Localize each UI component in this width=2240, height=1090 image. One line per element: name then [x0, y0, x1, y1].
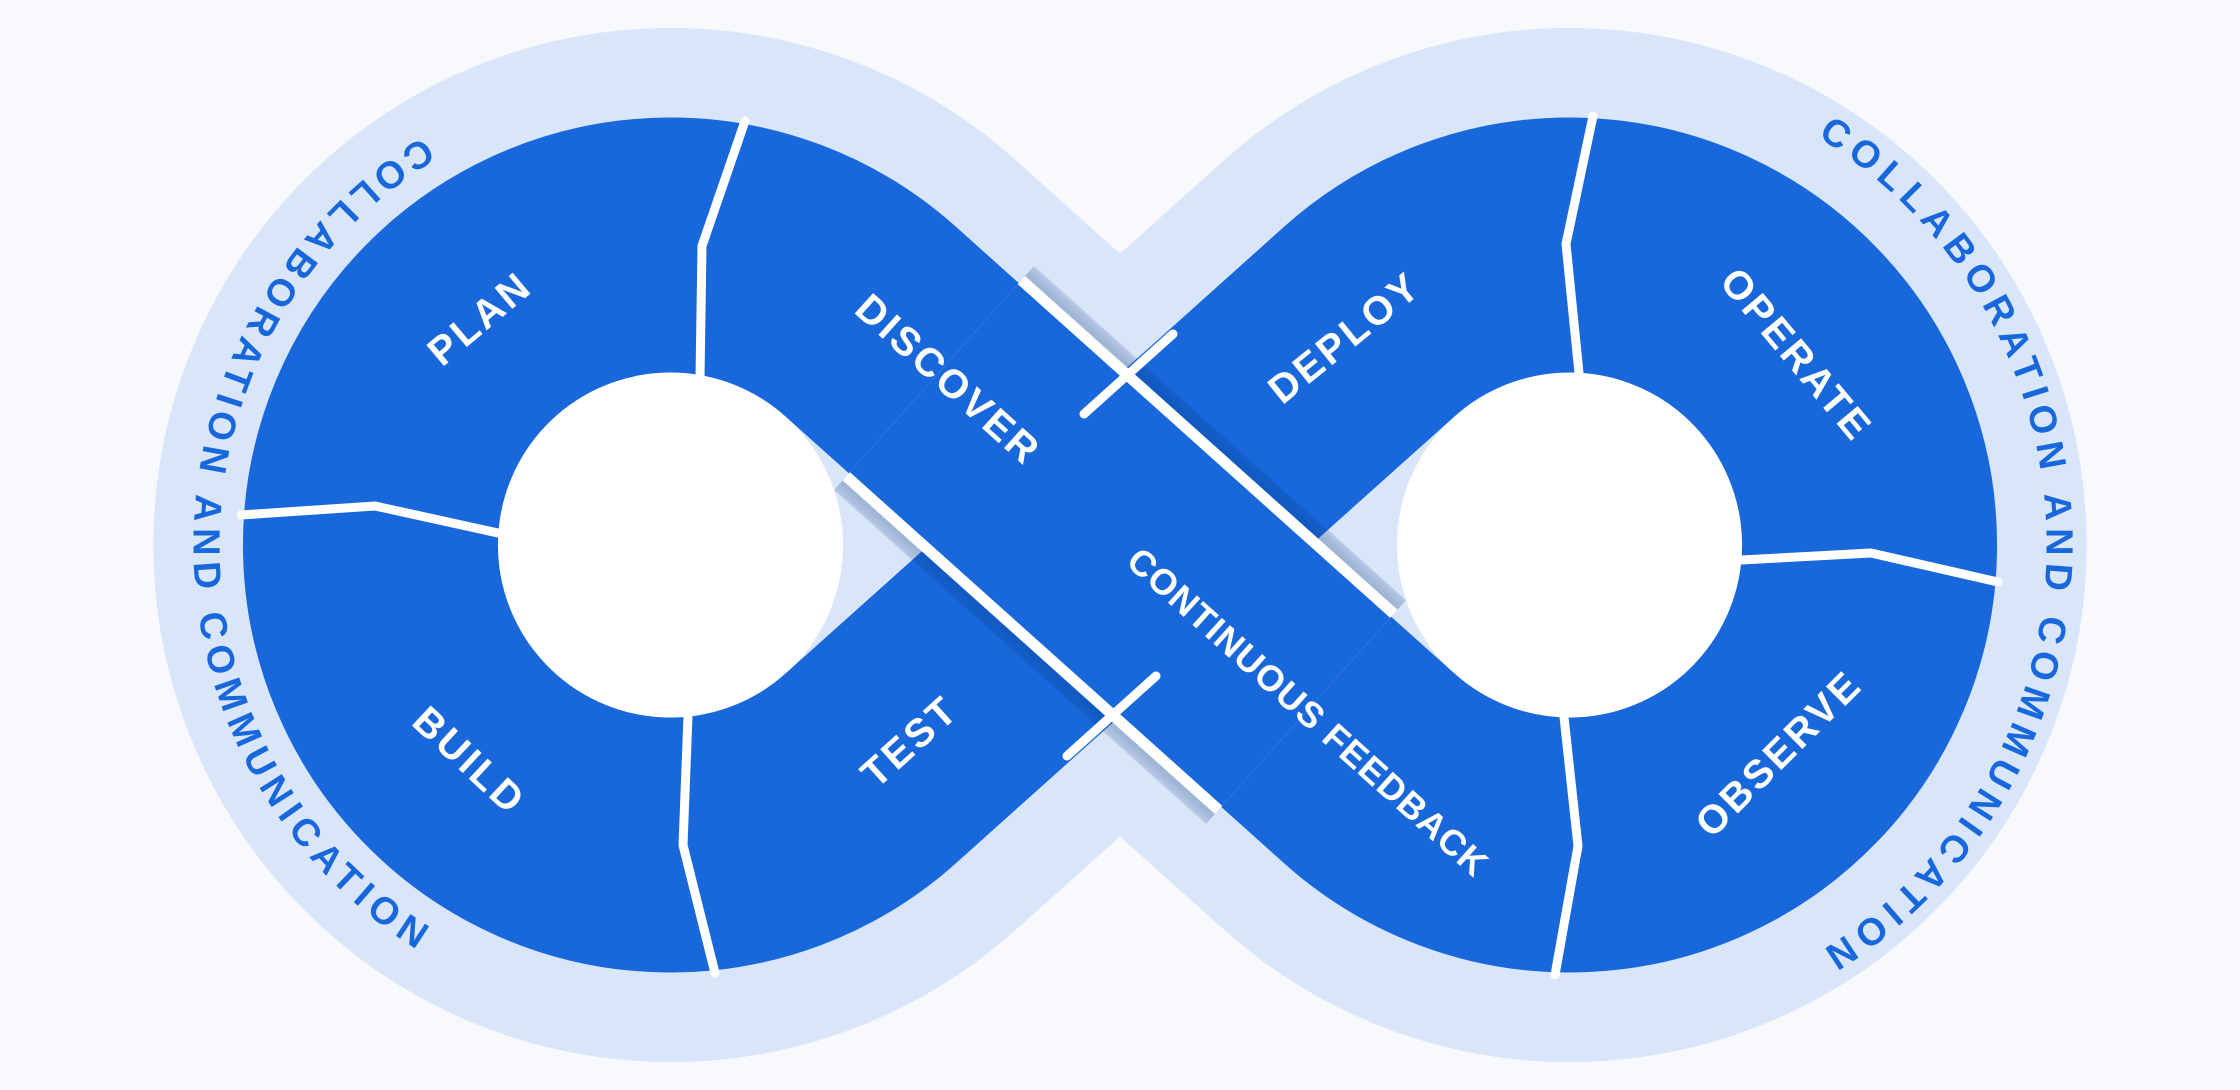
divider-observe-feedback	[1550, 712, 1583, 980]
divider-build-test	[678, 711, 720, 978]
tick-deploy-band-edge	[1079, 329, 1178, 419]
crossing-top-band	[834, 266, 1406, 824]
divider-plan-build	[236, 501, 503, 538]
divider-operate-observe	[1736, 548, 2003, 587]
divider-deploy-operate	[1561, 111, 1598, 378]
left-loop-hole	[497, 372, 843, 718]
right-loop-hole	[1397, 372, 1743, 718]
divider-plan-discover	[695, 116, 750, 383]
center-crossing	[834, 266, 1406, 824]
tick-test-band-edge	[1062, 671, 1161, 761]
infinity-ribbon	[242, 117, 1998, 973]
